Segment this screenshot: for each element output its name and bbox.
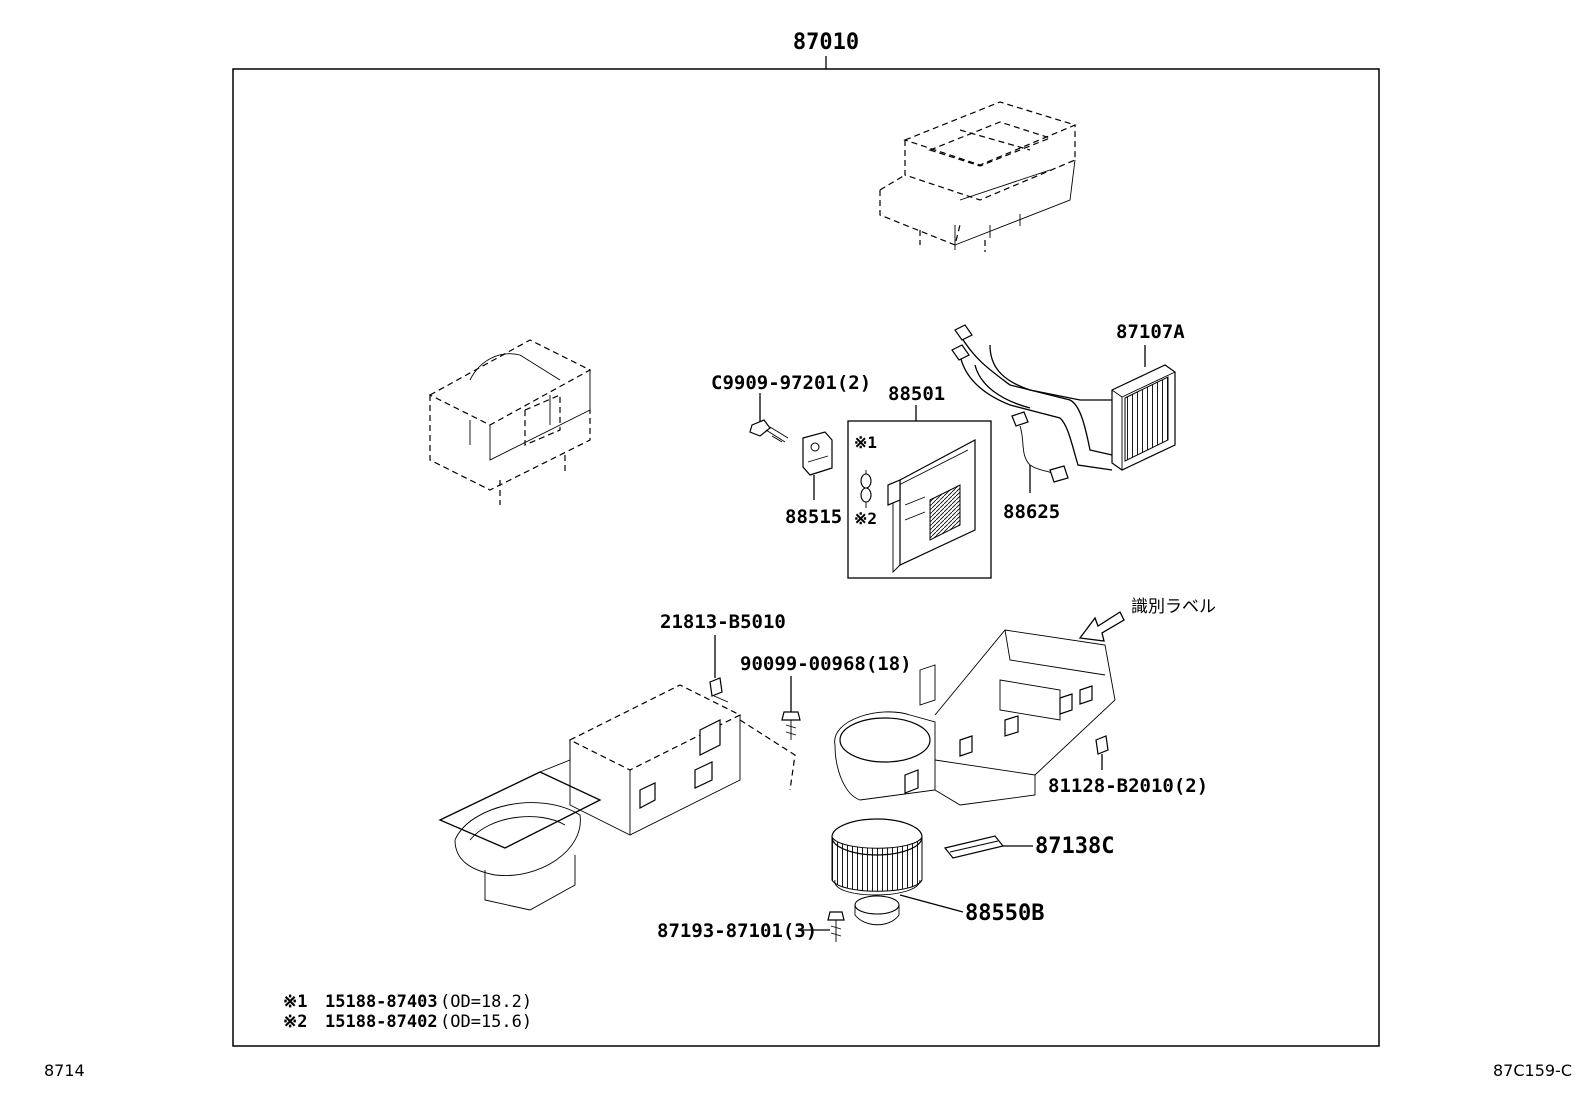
label-88501: 88501 xyxy=(888,383,945,405)
left-housing-drawing xyxy=(428,339,592,505)
label-90099-00968: 90099-00968(18) xyxy=(740,653,912,675)
note-2-part: 15188-87402 xyxy=(325,1012,438,1032)
upper-case-drawing xyxy=(879,101,1077,252)
note-1-part: 15188-87403 xyxy=(325,992,438,1012)
resistor-drawing xyxy=(943,835,1005,859)
label-87193-87101: 87193-87101(3) xyxy=(657,920,817,942)
label-c9909-97201: C9909-97201(2) xyxy=(711,372,871,394)
blower-housing-drawing xyxy=(834,629,1116,806)
note-1-spec: (OD=18.2) xyxy=(440,992,532,1012)
note-2-spec: (OD=15.6) xyxy=(440,1012,532,1032)
notes-block: ※1 15188-87403 (OD=18.2) ※2 15188-87402 … xyxy=(283,992,532,1032)
label-88550b: 88550B xyxy=(965,901,1044,926)
sensor-drawing xyxy=(1011,411,1069,483)
label-81128-b2010: 81128-B2010(2) xyxy=(1048,775,1208,797)
label-21813-b5010: 21813-B5010 xyxy=(660,611,786,633)
note-2-mark: ※2 xyxy=(283,1012,307,1032)
clip-21813-drawing xyxy=(709,677,723,697)
note-row-1: ※1 15188-87403 (OD=18.2) xyxy=(283,992,532,1012)
assembly-frame xyxy=(232,68,1380,1047)
note-row-2: ※2 15188-87402 (OD=15.6) xyxy=(283,1012,532,1032)
page-number-left: 8714 xyxy=(44,1061,85,1080)
screw-90099-drawing xyxy=(781,711,801,740)
o-rings-drawing xyxy=(860,470,872,508)
screw-c9909-drawing xyxy=(749,419,789,443)
label-87138c: 87138C xyxy=(1035,834,1114,859)
id-label-arrow xyxy=(1078,611,1125,642)
label-88515: 88515 xyxy=(785,506,842,528)
left-duct-drawing xyxy=(438,684,796,911)
page-code-right: 87C159-C xyxy=(1493,1061,1572,1080)
leader-88550b xyxy=(899,894,964,913)
note-1-mark: ※1 xyxy=(283,992,307,1012)
screw-87193-drawing xyxy=(827,911,845,942)
clip-81128-drawing xyxy=(1095,735,1109,755)
evaporator-box xyxy=(847,420,992,579)
label-87010: 87010 xyxy=(793,30,859,55)
expansion-valve-drawing xyxy=(802,431,833,476)
label-id-label: 識別ラベル xyxy=(1131,597,1216,617)
label-87107a: 87107A xyxy=(1116,321,1185,343)
blower-motor-drawing xyxy=(831,818,923,926)
clip-21813-arm xyxy=(713,695,729,703)
heater-core-drawing xyxy=(951,324,1176,471)
evaporator-drawing xyxy=(887,439,976,574)
label-88625: 88625 xyxy=(1003,501,1060,523)
label-mark1: ※1 xyxy=(854,433,877,452)
label-mark2: ※2 xyxy=(854,509,877,528)
